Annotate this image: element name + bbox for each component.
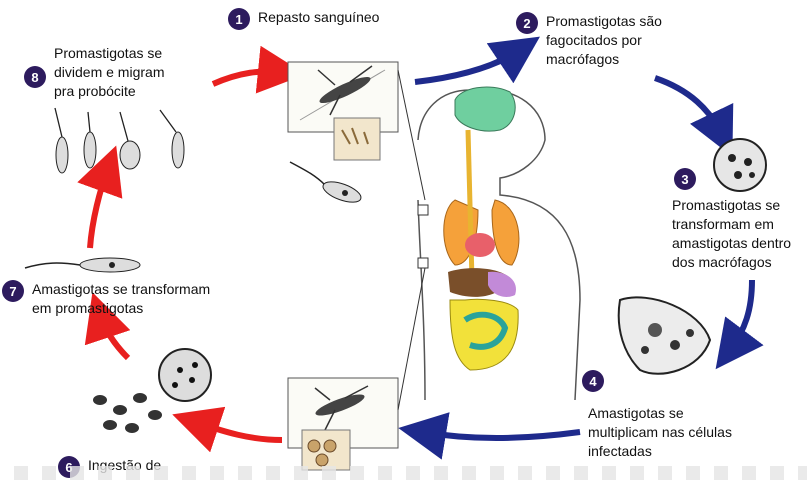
- infected-cell-icon: [617, 296, 712, 375]
- step-7: 7 Amastigotas se transformam em promasti…: [2, 280, 210, 318]
- heart-organ: [465, 233, 495, 257]
- step-2: 2 Promastigotas são fagocitados por macr…: [516, 12, 662, 69]
- promastigote-elongated-icon: [24, 257, 141, 273]
- dividing-promastigotes-icon: [54, 107, 185, 174]
- arrow-5-to-6: [172, 406, 283, 453]
- promastigote-icon: [289, 161, 362, 203]
- sandfly-top-icon: [287, 61, 399, 161]
- step-3: 3: [674, 168, 696, 190]
- step-7-badge: 7: [2, 280, 24, 302]
- step-4-badge: 4: [582, 370, 604, 392]
- arrow-4-to-5: [398, 412, 581, 460]
- arrow-2-to-3: [654, 75, 734, 157]
- arrow-1-to-2: [414, 36, 540, 85]
- arrow-3-to-4: [715, 279, 764, 370]
- macrophage-icon: [713, 138, 767, 192]
- step-7-label: Amastigotas se transformam em promastigo…: [32, 281, 211, 316]
- step-8-label: Promastigotas se dividem e migram pra pr…: [54, 45, 165, 99]
- step-4: 4: [582, 370, 604, 392]
- step-4-label: Amastigotas se multiplicam nas células i…: [588, 405, 732, 459]
- lungs-organ: [443, 199, 520, 266]
- stomach-organ: [488, 271, 516, 297]
- step-2-label: Promastigotas são fagocitados por macróf…: [546, 13, 662, 67]
- step-1-badge: 1: [228, 8, 250, 30]
- intestine-organ: [449, 298, 519, 371]
- sandfly-bottom-icon: [287, 377, 399, 471]
- arrow-7-to-8: [77, 145, 123, 249]
- esophagus-organ: [465, 129, 475, 281]
- amastigote-cluster-icon: [93, 348, 212, 433]
- watermark-strip: [0, 466, 807, 480]
- arrow-6-to-7: [84, 292, 131, 361]
- arrow-8-to-1: [211, 45, 306, 94]
- step-8-badge: 8: [24, 66, 46, 88]
- step-2-badge: 2: [516, 12, 538, 34]
- brain-organ: [454, 86, 516, 132]
- step-8: 8 Promastigotas se dividem e migram pra …: [24, 44, 164, 101]
- step-3-label: Promastigotas se transformam em amastigo…: [672, 197, 792, 270]
- step-3-badge: 3: [674, 168, 696, 190]
- step-1-label: Repasto sanguíneo: [258, 9, 380, 25]
- human-body-icon: [397, 69, 581, 411]
- step-1: 1 Repasto sanguíneo: [228, 8, 379, 30]
